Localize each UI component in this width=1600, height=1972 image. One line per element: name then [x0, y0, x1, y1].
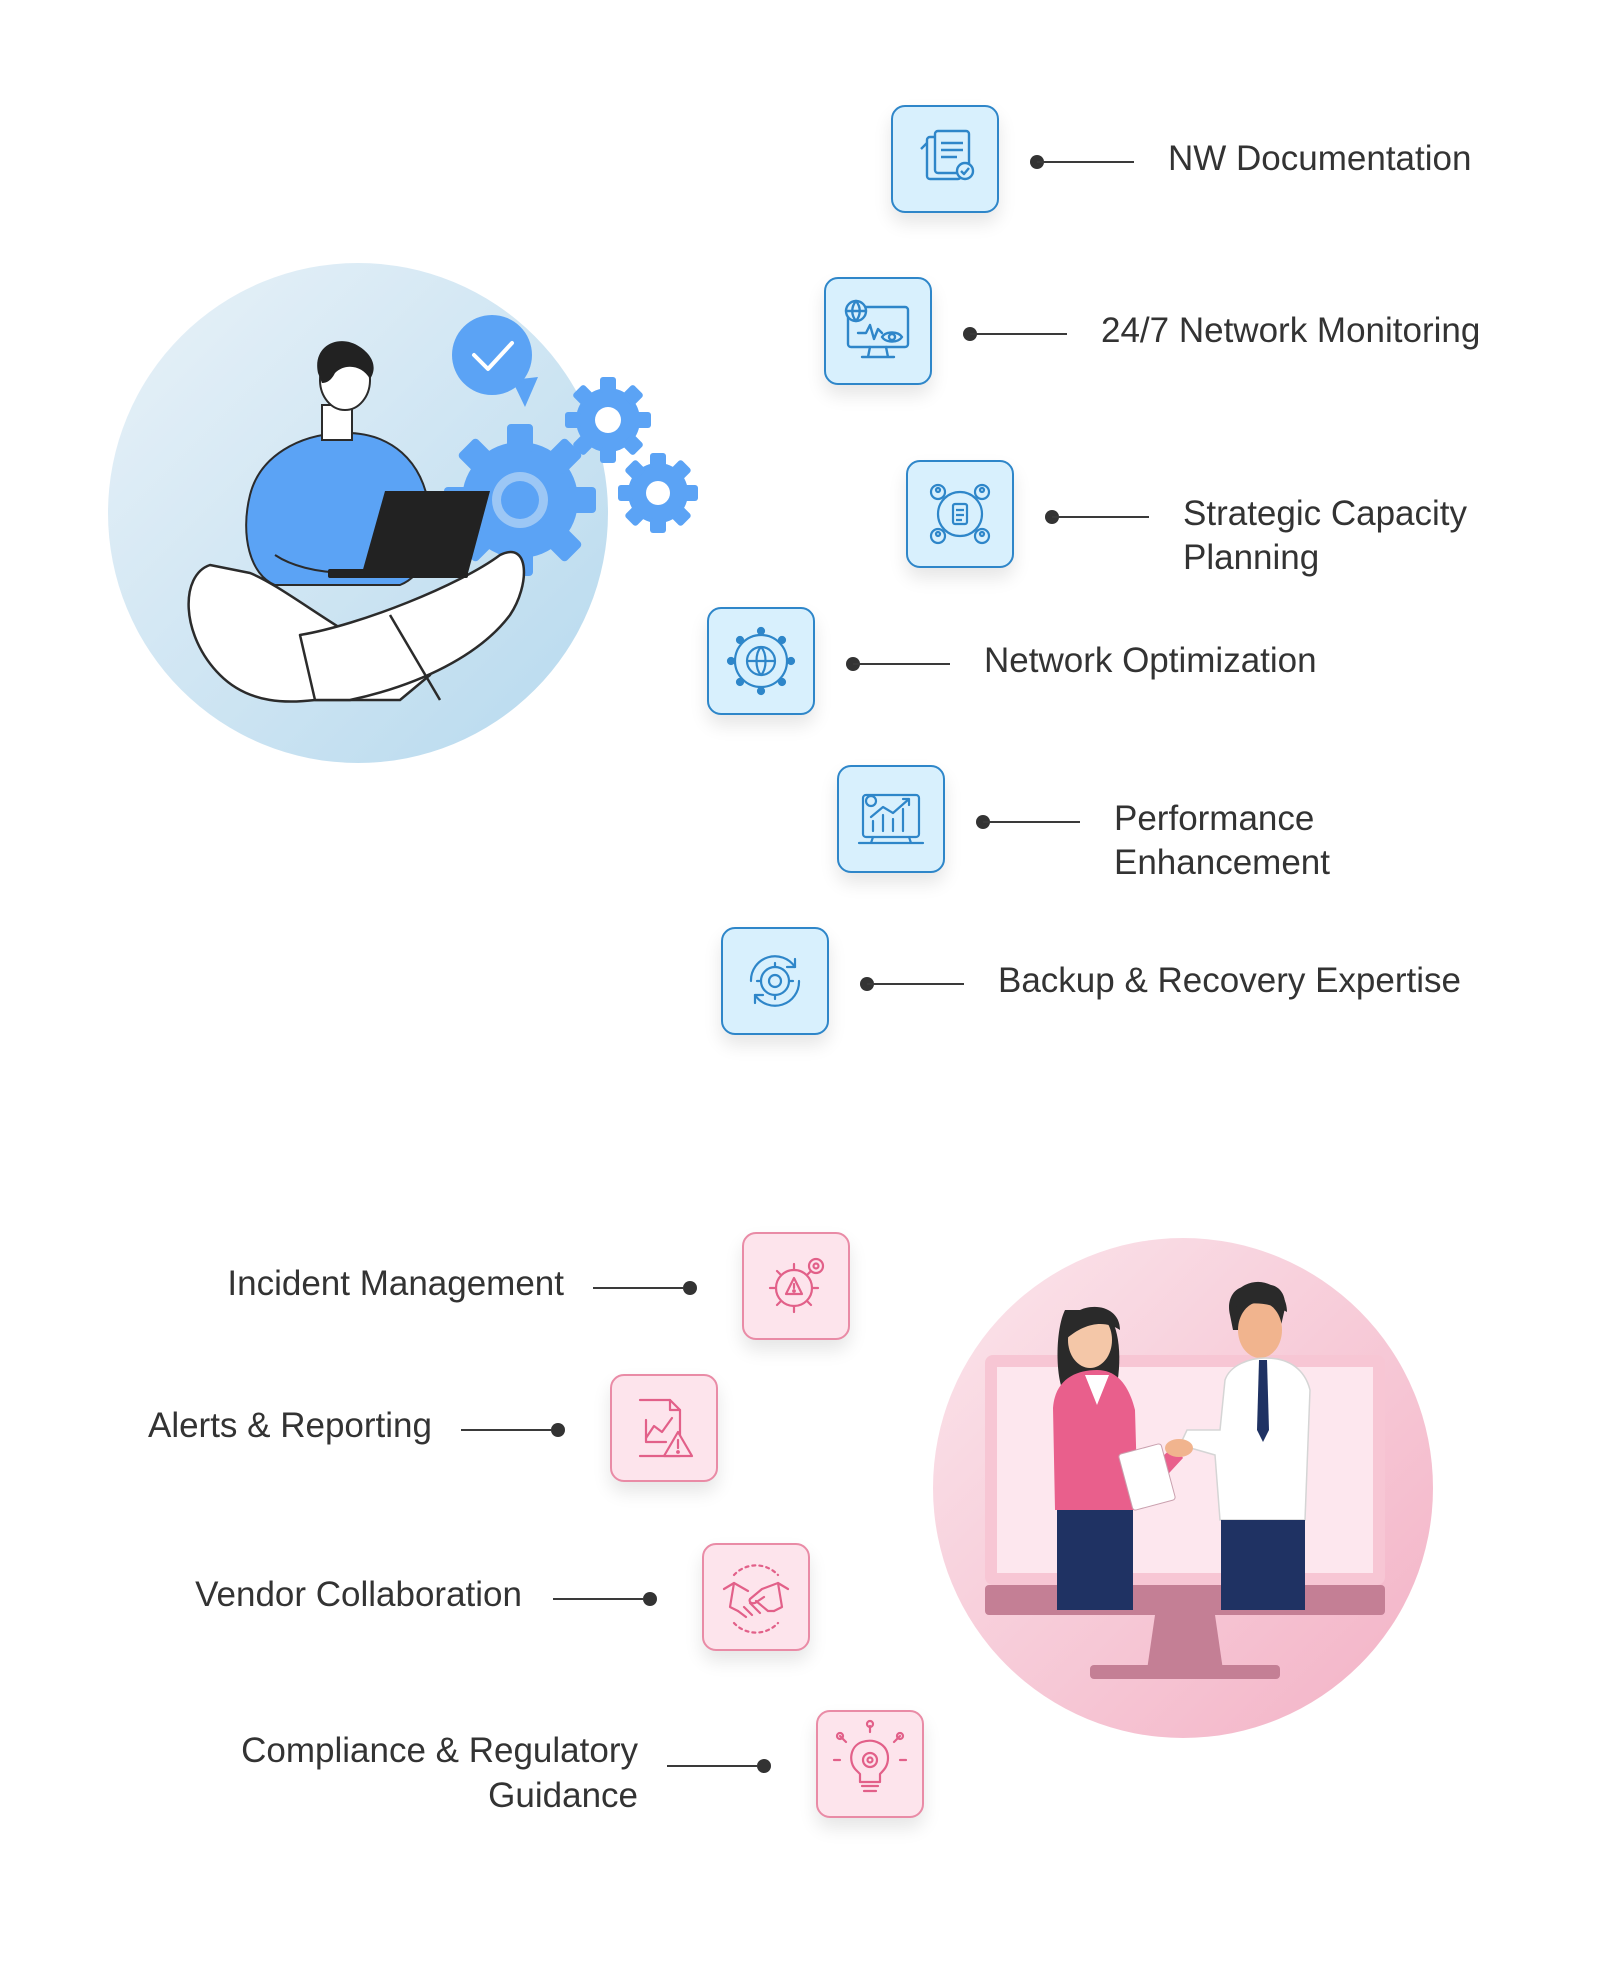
chart-growth-icon — [837, 765, 945, 873]
feature-label: Performance Enhancement — [1114, 799, 1330, 882]
gear-warning-icon — [742, 1232, 850, 1340]
feature-label: Network Optimization — [984, 641, 1317, 680]
feature-label: Strategic Capacity Planning — [1183, 494, 1468, 577]
feature-label: NW Documentation — [1168, 139, 1472, 178]
person-laptop-illustration — [108, 263, 698, 763]
documents-icon — [891, 105, 999, 213]
feature-label: Alerts & Reporting — [147, 1406, 432, 1445]
team-planning-icon — [906, 460, 1014, 568]
feature-label: Vendor Collaboration — [195, 1575, 522, 1614]
handshake-icon — [702, 1543, 810, 1651]
report-alert-icon — [610, 1374, 718, 1482]
business-handshake-illustration — [933, 1238, 1433, 1738]
feature-label: Compliance & Regulatory Guidance — [241, 1731, 638, 1815]
feature-label: 24/7 Network Monitoring — [1101, 311, 1481, 350]
feature-label: Backup & Recovery Expertise — [998, 961, 1461, 1000]
bulb-gear-icon — [816, 1710, 924, 1818]
monitor-eye-icon — [824, 277, 932, 385]
recovery-gear-icon — [721, 927, 829, 1035]
feature-label: Incident Management — [227, 1264, 564, 1303]
globe-network-icon — [707, 607, 815, 715]
